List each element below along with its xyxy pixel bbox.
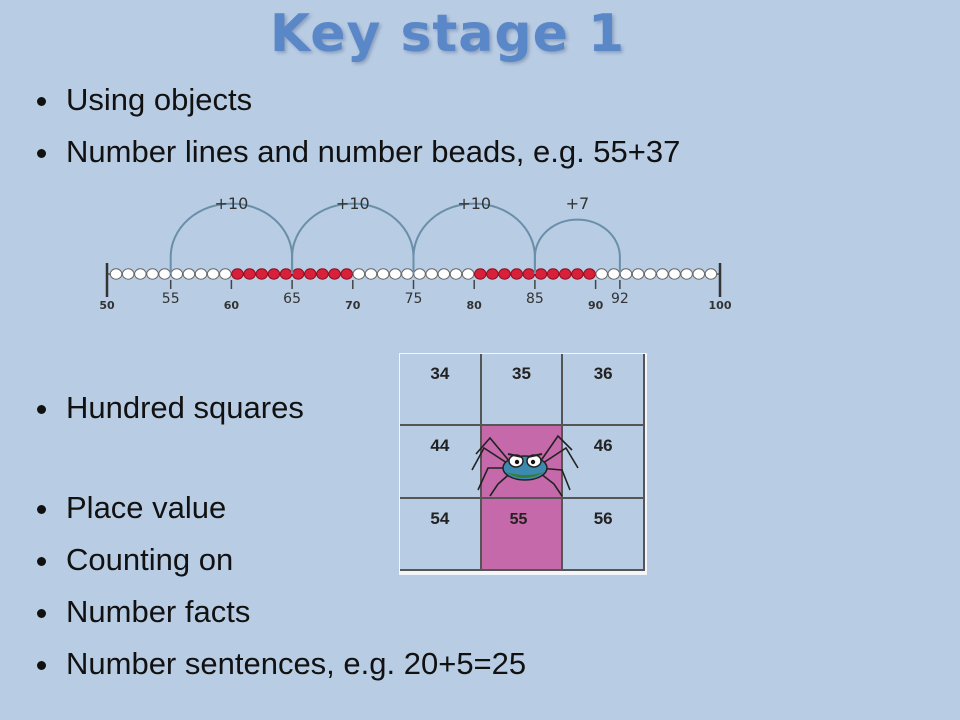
bead [146, 268, 159, 280]
jump-arc [291, 202, 415, 274]
bead [437, 268, 451, 280]
bead [401, 268, 414, 280]
bead [510, 268, 523, 280]
tick-label: 92 [611, 291, 629, 307]
tick-label: 50 [99, 299, 115, 312]
tick-label: 55 [162, 291, 180, 307]
bead [134, 268, 147, 280]
bead [656, 268, 669, 280]
bead [255, 268, 269, 280]
bullet-number-facts: Number facts [35, 586, 526, 638]
bead [158, 268, 171, 280]
bead [498, 268, 511, 280]
bead [182, 268, 196, 280]
bead [619, 268, 633, 280]
bead [121, 268, 135, 280]
jump-label: +7 [566, 194, 590, 213]
bead [109, 268, 123, 280]
bead [304, 268, 317, 280]
tick-label: 90 [588, 299, 604, 312]
bead [340, 268, 353, 280]
bullet-list-bottom: Place value Counting on Number facts Num… [35, 482, 526, 690]
bullet-hundred-squares: Hundred squares [35, 382, 304, 434]
jump-label: +10 [457, 194, 491, 213]
bead [692, 268, 706, 280]
bead [291, 268, 305, 280]
grid-cell: 35 [481, 354, 564, 427]
bead [376, 268, 390, 280]
bead [316, 268, 329, 280]
bead [680, 268, 693, 280]
bead [668, 268, 681, 280]
bead [219, 268, 232, 280]
bead [449, 268, 463, 280]
bead [643, 268, 657, 280]
bead [194, 268, 208, 280]
bead [558, 268, 572, 280]
bullet-number-sentences: Number sentences, e.g. 20+5=25 [35, 638, 526, 690]
bead [595, 268, 608, 280]
bullet-place-value: Place value [35, 482, 526, 534]
bead [243, 268, 256, 280]
tick-label: 80 [467, 299, 483, 312]
grid-cell: 36 [563, 354, 645, 427]
bead [522, 268, 536, 280]
bullet-list-top: Using objects Number lines and number be… [35, 74, 680, 178]
bead [279, 268, 293, 280]
jump-label: +10 [336, 194, 370, 213]
bead [352, 268, 366, 280]
grid-cell: 44 [400, 426, 482, 499]
tick-label: 85 [526, 291, 544, 307]
bead [546, 268, 560, 280]
bullet-list-middle: Hundred squares [35, 382, 304, 434]
number-line-diagram: 50 55 60 65 70 75 80 85 90 92 100 +10 +10 +10 +7 [99, 194, 732, 312]
bead [704, 268, 718, 280]
bead [486, 268, 499, 280]
bead [631, 268, 645, 280]
bead [231, 268, 244, 280]
bead [170, 268, 184, 280]
grid-cell: 34 [400, 354, 482, 427]
tick-label: 70 [345, 299, 361, 312]
bead [389, 268, 402, 280]
hundred-square-grid: 34 35 36 44 46 54 55 56 [399, 353, 647, 575]
tick-label: 65 [283, 291, 301, 307]
jump-arc [169, 202, 294, 274]
spider-icon [471, 434, 579, 497]
bead [425, 268, 438, 280]
grid-cell: 54 [400, 498, 482, 571]
bullet-using-objects: Using objects [35, 74, 680, 126]
bullet-number-lines: Number lines and number beads, e.g. 55+3… [35, 126, 680, 178]
tick-label: 60 [224, 299, 240, 312]
bead [364, 268, 378, 280]
bead [328, 268, 341, 280]
jump-arc [533, 218, 621, 274]
bead [474, 268, 487, 280]
jump-label: +10 [215, 194, 249, 213]
grid-cell-highlighted: 55 [481, 498, 564, 571]
bead [461, 268, 475, 280]
bead [607, 268, 621, 280]
bead [206, 268, 220, 280]
bead [583, 268, 596, 280]
bead [267, 268, 281, 280]
bullet-counting-on: Counting on [35, 534, 526, 586]
bead [534, 268, 548, 280]
grid-cell: 46 [563, 426, 645, 499]
jump-arc [412, 202, 536, 274]
slide-title: Key stage 1 [269, 4, 626, 64]
grid-cell: 56 [563, 498, 645, 571]
bead [413, 268, 426, 280]
tick-label: 75 [405, 291, 423, 307]
bead [571, 268, 584, 280]
tick-label: 100 [709, 299, 732, 312]
